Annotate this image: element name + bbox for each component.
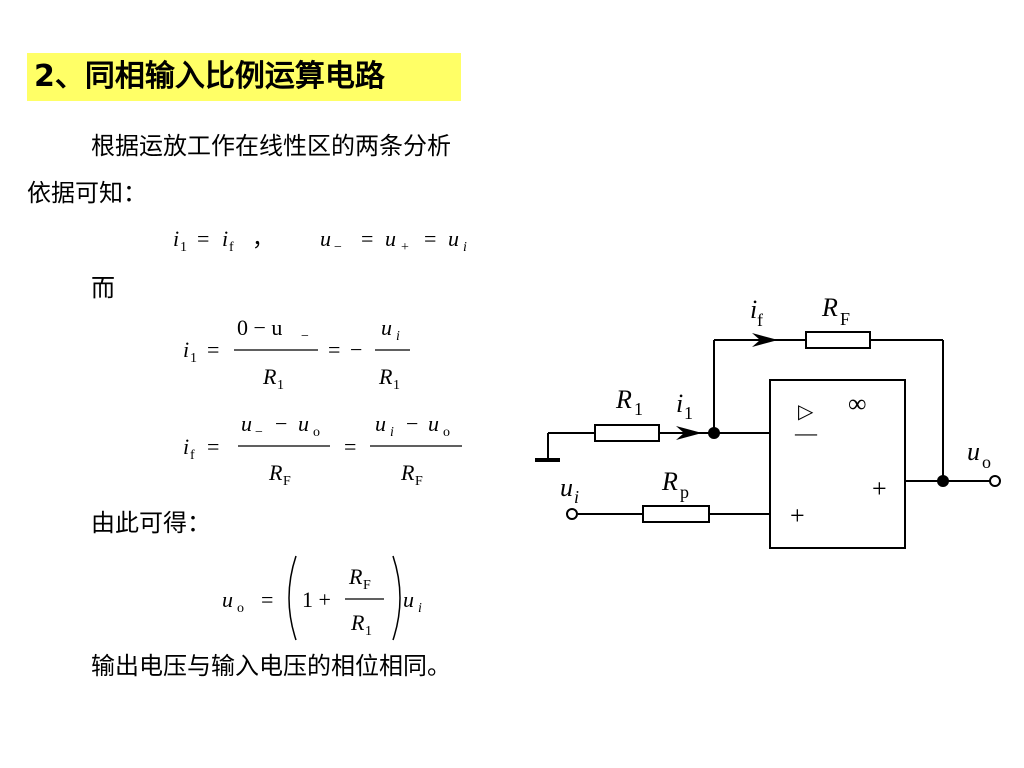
svg-text:=: =	[197, 226, 209, 251]
resistor-rp	[642, 505, 710, 523]
svg-text:1: 1	[684, 403, 693, 423]
opamp-minus-sign: —	[794, 420, 818, 445]
conclusion-text: 输出电压与输入电压的相位相同。	[91, 652, 451, 680]
svg-text:i: i	[418, 601, 422, 616]
svg-text:1: 1	[393, 378, 400, 393]
opamp-plus-output: +	[872, 474, 887, 503]
svg-text:o: o	[982, 452, 991, 472]
junction-output	[937, 475, 949, 487]
label-uo: u	[967, 437, 980, 466]
infinity-symbol: ∞	[848, 389, 867, 418]
equation-4: u o = 1 + R F R 1 u i	[222, 555, 422, 641]
svg-text:i: i	[396, 329, 400, 344]
svg-text:1: 1	[365, 624, 372, 639]
svg-text:f: f	[190, 448, 195, 463]
svg-text:R: R	[262, 364, 277, 389]
svg-text:o: o	[237, 601, 244, 616]
label-ui: u	[560, 473, 573, 502]
svg-text:u: u	[381, 315, 392, 340]
svg-text:1: 1	[634, 399, 643, 419]
intro-line-2: 依据可知：	[27, 179, 147, 207]
svg-text:p: p	[680, 482, 689, 502]
svg-text:0 − u: 0 − u	[237, 315, 282, 340]
er-text: 而	[91, 274, 115, 302]
svg-text:o: o	[443, 425, 450, 440]
svg-text:R: R	[400, 460, 415, 485]
svg-text:i: i	[390, 425, 394, 440]
svg-text:i: i	[222, 226, 228, 251]
svg-text:=: =	[207, 434, 219, 459]
opamp-box	[769, 379, 906, 549]
svg-text:u: u	[403, 587, 414, 612]
svg-text:1: 1	[277, 378, 284, 393]
svg-text:u: u	[222, 587, 233, 612]
title-highlight	[27, 53, 461, 101]
label-r1: R	[615, 385, 632, 414]
slide-title: 2、同相输入比例运算电路	[34, 59, 385, 94]
svg-text:1 +: 1 +	[302, 587, 331, 612]
svg-text:o: o	[313, 425, 320, 440]
svg-text:+: +	[401, 240, 409, 255]
svg-text:=: =	[328, 337, 340, 362]
svg-text:1: 1	[190, 351, 197, 366]
svg-text:u: u	[320, 226, 331, 251]
svg-text:F: F	[840, 309, 850, 329]
label-if: i	[750, 295, 757, 324]
svg-text:R: R	[268, 460, 283, 485]
svg-text:−: −	[255, 425, 263, 440]
equation-3: i f = u − − u o R F = u i − u o R F	[183, 411, 462, 489]
svg-text:i: i	[183, 434, 189, 459]
svg-text:=: =	[424, 226, 436, 251]
svg-text:F: F	[283, 474, 291, 489]
svg-text:−: −	[301, 329, 309, 344]
svg-text:R: R	[350, 610, 365, 635]
svg-text:F: F	[363, 578, 371, 593]
label-rp: R	[661, 467, 678, 496]
opamp-plus-input: +	[790, 501, 805, 530]
label-i1: i	[676, 389, 683, 418]
svg-text:1: 1	[180, 240, 187, 255]
svg-text:R: R	[378, 364, 393, 389]
svg-text:=: =	[344, 434, 356, 459]
arrow-i1	[676, 426, 702, 440]
svg-text:−: −	[350, 337, 362, 362]
svg-text:f: f	[229, 240, 234, 255]
svg-text:−: −	[334, 240, 342, 255]
triangle-icon: ▷	[798, 401, 814, 423]
svg-text:−: −	[406, 411, 418, 436]
svg-text:=: =	[207, 337, 219, 362]
junction-inverting	[708, 427, 720, 439]
svg-text:u: u	[385, 226, 396, 251]
svg-text:u: u	[375, 411, 386, 436]
resistor-rf	[805, 331, 871, 349]
equation-2: i 1 = 0 − u − R 1 = − u i R 1	[183, 315, 410, 393]
svg-text:−: −	[275, 411, 287, 436]
svg-text:i: i	[574, 487, 579, 507]
svg-text:R: R	[348, 564, 363, 589]
svg-text:u: u	[298, 411, 309, 436]
svg-text:，: ，	[252, 226, 274, 251]
svg-text:=: =	[261, 587, 273, 612]
svg-text:i: i	[463, 240, 467, 255]
svg-text:i: i	[173, 226, 179, 251]
equation-1: i 1 = i f ， u − = u + = u i	[173, 226, 467, 255]
terminal-output	[989, 475, 1001, 487]
resistor-r1	[594, 424, 660, 442]
intro-line-1: 根据运放工作在线性区的两条分析	[91, 132, 451, 160]
svg-text:u: u	[448, 226, 459, 251]
youci-text: 由此可得：	[91, 509, 211, 537]
svg-text:u: u	[241, 411, 252, 436]
svg-text:f: f	[757, 310, 763, 330]
svg-text:F: F	[415, 474, 423, 489]
svg-text:i: i	[183, 337, 189, 362]
svg-text:=: =	[361, 226, 373, 251]
terminal-input	[566, 508, 578, 520]
arrow-if	[752, 333, 778, 347]
label-rf: R	[821, 293, 838, 322]
svg-text:u: u	[428, 411, 439, 436]
